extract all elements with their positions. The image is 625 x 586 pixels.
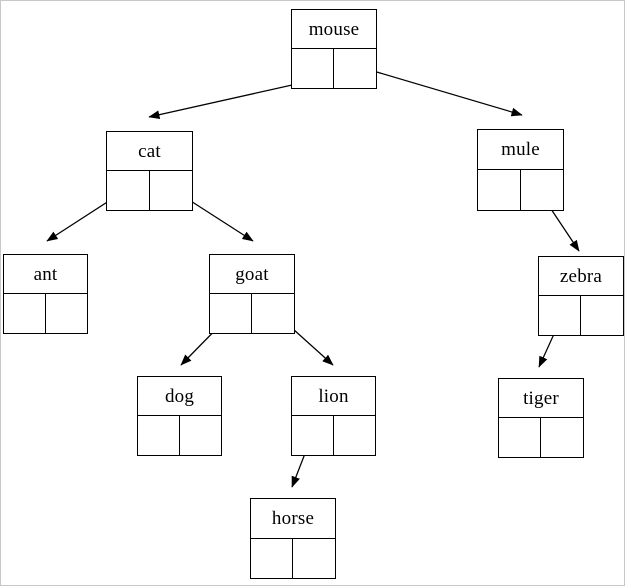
node-pointers-tiger xyxy=(499,418,583,457)
right-pointer-cell-goat xyxy=(252,294,294,333)
node-label-ant: ant xyxy=(4,255,87,294)
left-pointer-cell-mouse xyxy=(292,49,334,88)
node-label-zebra: zebra xyxy=(539,257,623,296)
node-label-goat: goat xyxy=(210,255,294,294)
edge-mouse-to-mule xyxy=(352,64,523,117)
left-pointer-cell-lion xyxy=(292,416,334,455)
node-label-dog: dog xyxy=(138,377,221,416)
tree-node-mouse[interactable]: mouse xyxy=(291,9,377,89)
node-pointers-goat xyxy=(210,294,294,333)
left-pointer-cell-goat xyxy=(210,294,252,333)
tree-node-horse[interactable]: horse xyxy=(250,498,336,579)
right-pointer-cell-dog xyxy=(180,416,222,455)
node-pointers-lion xyxy=(292,416,375,455)
right-pointer-cell-tiger xyxy=(541,418,583,457)
tree-node-mule[interactable]: mule xyxy=(477,129,564,211)
right-pointer-cell-ant xyxy=(46,294,88,333)
right-pointer-cell-zebra xyxy=(581,296,623,335)
right-pointer-cell-horse xyxy=(293,539,335,579)
left-pointer-cell-cat xyxy=(107,171,150,210)
left-pointer-cell-zebra xyxy=(539,296,581,335)
tree-node-ant[interactable]: ant xyxy=(3,254,88,334)
node-pointers-mule xyxy=(478,170,563,210)
left-pointer-cell-horse xyxy=(251,538,293,578)
node-pointers-ant xyxy=(4,294,87,333)
right-pointer-cell-lion xyxy=(334,416,376,455)
node-label-horse: horse xyxy=(251,499,335,539)
left-pointer-cell-dog xyxy=(138,416,180,455)
left-pointer-cell-tiger xyxy=(499,418,541,457)
node-label-cat: cat xyxy=(107,132,192,171)
tree-node-cat[interactable]: cat xyxy=(106,131,193,211)
node-label-tiger: tiger xyxy=(499,379,583,418)
tree-node-lion[interactable]: lion xyxy=(291,376,376,456)
tree-node-zebra[interactable]: zebra xyxy=(538,256,624,336)
node-pointers-cat xyxy=(107,171,192,210)
tree-node-goat[interactable]: goat xyxy=(209,254,295,334)
right-pointer-cell-mule xyxy=(521,170,564,210)
left-pointer-cell-mule xyxy=(478,170,521,210)
node-pointers-zebra xyxy=(539,296,623,335)
node-pointers-dog xyxy=(138,416,221,455)
right-pointer-cell-mouse xyxy=(334,49,376,88)
node-label-mouse: mouse xyxy=(292,10,376,49)
node-label-lion: lion xyxy=(292,377,375,416)
node-label-mule: mule xyxy=(478,130,563,170)
node-pointers-horse xyxy=(251,538,335,579)
left-pointer-cell-ant xyxy=(4,294,46,333)
tree-node-tiger[interactable]: tiger xyxy=(498,378,584,458)
tree-node-dog[interactable]: dog xyxy=(137,376,222,456)
right-pointer-cell-cat xyxy=(150,171,193,210)
node-pointers-mouse xyxy=(292,49,376,88)
